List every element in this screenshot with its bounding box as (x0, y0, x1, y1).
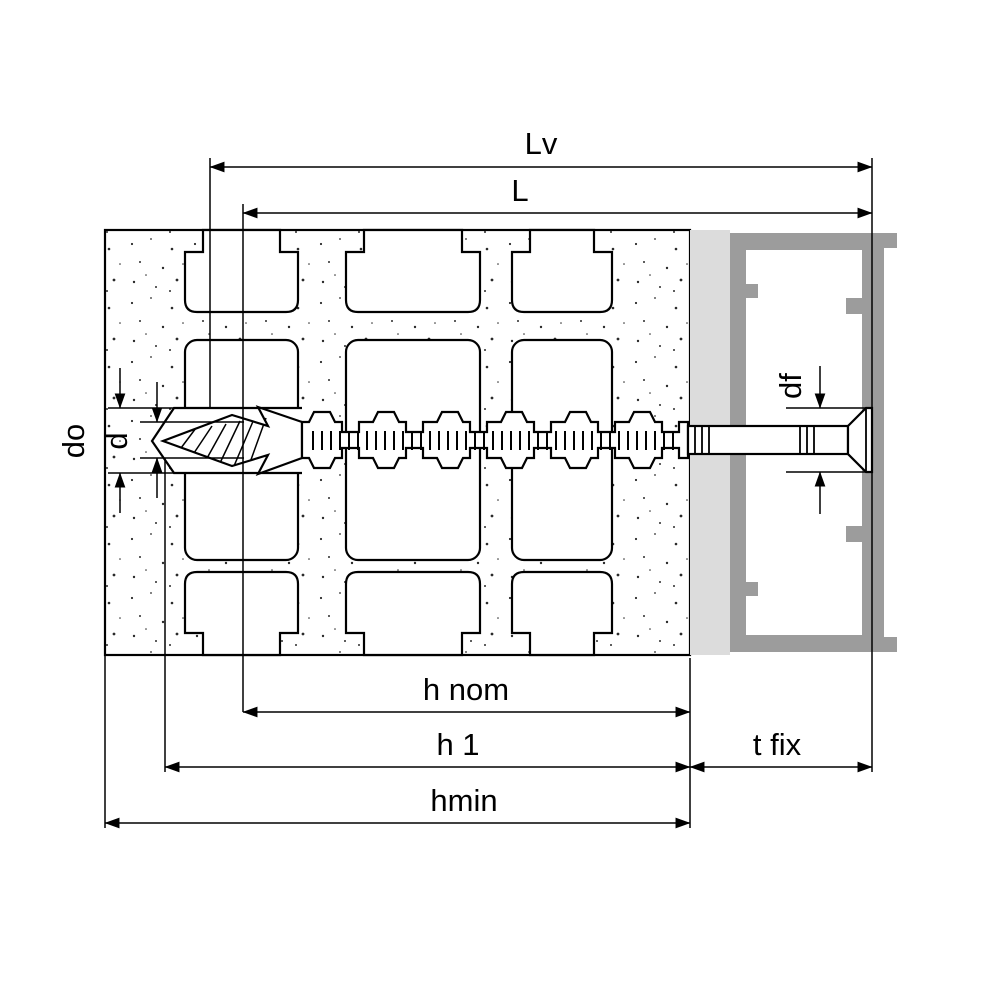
anchor-tip (159, 405, 304, 477)
dim-do: do (56, 368, 244, 513)
dim-label-h1: h 1 (436, 727, 479, 762)
dim-d: d (99, 382, 244, 498)
dim-label-hmin: hmin (430, 783, 497, 818)
cavity (344, 228, 482, 314)
dim-label-lv: Lv (525, 126, 558, 161)
cavity (183, 228, 300, 314)
anchor-sleeve (300, 410, 690, 470)
cavity (183, 570, 300, 657)
frame-step (846, 526, 862, 542)
frame-tab (884, 233, 897, 248)
frame-nub (746, 284, 758, 298)
frame-top-wall (730, 233, 884, 250)
frame-step (846, 298, 862, 314)
anchor-screw (159, 405, 874, 477)
screw-shank (686, 424, 850, 456)
extension-lines (104, 158, 873, 828)
cavity (344, 570, 482, 657)
dim-label-tfix: t fix (753, 727, 802, 762)
shank-collar-lines (694, 426, 815, 454)
dim-df: df (773, 366, 866, 514)
dim-label-hnom: h nom (423, 672, 509, 707)
dim-label-d: d (99, 432, 134, 449)
dim-label-l: L (511, 173, 528, 208)
dimensions: Lv L h nom h 1 hmin t fix do d (56, 126, 873, 829)
cavity (510, 570, 614, 657)
frame-tab (884, 637, 897, 652)
block-cavities (183, 228, 614, 657)
tip-hatching (177, 417, 267, 469)
cavity (510, 228, 614, 314)
frame-nub (746, 582, 758, 596)
screw-head (846, 406, 874, 474)
dim-label-df: df (773, 373, 808, 399)
dim-label-do: do (56, 424, 91, 458)
frame-bottom-wall (730, 635, 884, 652)
